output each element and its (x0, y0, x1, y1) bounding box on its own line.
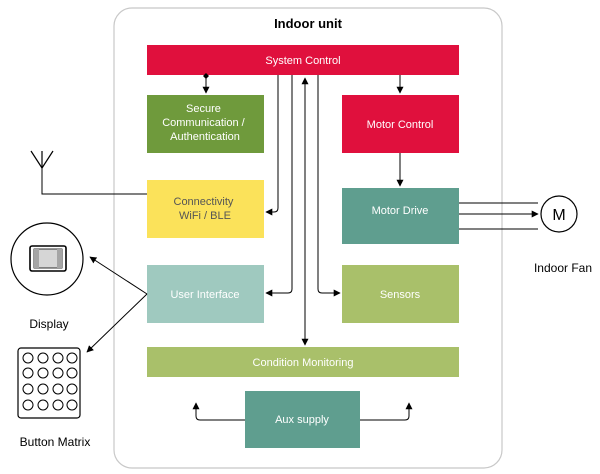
sysctrl-connectivity-link (265, 75, 279, 216)
aux-right-link (360, 402, 413, 421)
matrix-button-r4-c3 (52, 399, 64, 411)
secure-comm-line-2: Communication / (162, 117, 245, 129)
connectivity-line-2: WiFi / BLE (179, 210, 231, 222)
condition-monitoring-label: Condition Monitoring (253, 357, 354, 369)
sysctrl-ui-link (265, 75, 293, 297)
secure-comm-block (147, 95, 264, 153)
secure-comm-line-3: Authentication (170, 131, 240, 143)
indoor-fan-label: Indoor Fan (534, 261, 592, 275)
antenna-connectivity-link (41, 168, 147, 195)
motor-icon (540, 195, 578, 233)
matrix-button-r2-c4 (66, 367, 78, 379)
sensors-label: Sensors (380, 289, 421, 301)
sysctrl-sensors-link (317, 75, 341, 297)
connectivity-block (147, 180, 264, 238)
connectors (41, 73, 539, 421)
matrix-button-r3-c1 (22, 383, 34, 395)
matrix-button-r2-c1 (22, 367, 34, 379)
connectivity-line-1: Connectivity (174, 196, 234, 208)
secure-comm-line-1: Secure (186, 103, 221, 115)
aux-supply-label: Aux supply (275, 414, 329, 426)
ui-display-link (89, 256, 148, 295)
aux-left-link (192, 402, 245, 421)
matrix-button-r3-c4 (66, 383, 78, 395)
system-control-label: System Control (265, 55, 340, 67)
system-control-block (147, 45, 459, 75)
secure-comm-label: Secure Communication / Authentication (162, 103, 248, 143)
matrix-button-r4-c4 (66, 399, 78, 411)
motor-symbol-label: M (552, 207, 565, 224)
motor-drive-label: Motor Drive (372, 205, 429, 217)
matrix-button-r4-c1 (22, 399, 34, 411)
sensors-block (342, 265, 459, 323)
display-label: Display (29, 317, 68, 331)
matrix-button-r2-c3 (52, 367, 64, 379)
matrix-button-r4-c2 (37, 399, 49, 411)
ui-buttonmatrix-link (86, 293, 148, 353)
motor-drive-block (342, 188, 459, 244)
motor-control-label: Motor Control (367, 119, 434, 131)
matrix-button-r1-c1 (22, 352, 34, 364)
antenna-icon (30, 150, 54, 169)
user-interface-label: User Interface (170, 289, 239, 301)
user-interface-block (147, 265, 264, 323)
condition-monitoring-block (147, 347, 459, 377)
aux-supply-block (245, 391, 360, 448)
matrix-button-r1-c2 (37, 352, 49, 364)
button-matrix-icon (17, 347, 81, 419)
matrix-button-r1-c3 (52, 352, 64, 364)
display-icon (10, 222, 84, 296)
connectivity-label: Connectivity WiFi / BLE (174, 196, 237, 222)
matrix-button-r3-c3 (52, 383, 64, 395)
motor-control-block (342, 95, 459, 153)
matrix-button-r3-c2 (37, 383, 49, 395)
matrix-button-r2-c2 (37, 367, 49, 379)
button-matrix-label: Button Matrix (20, 435, 91, 449)
matrix-button-r1-c4 (66, 352, 78, 364)
indoor-unit-title: Indoor unit (274, 16, 343, 31)
